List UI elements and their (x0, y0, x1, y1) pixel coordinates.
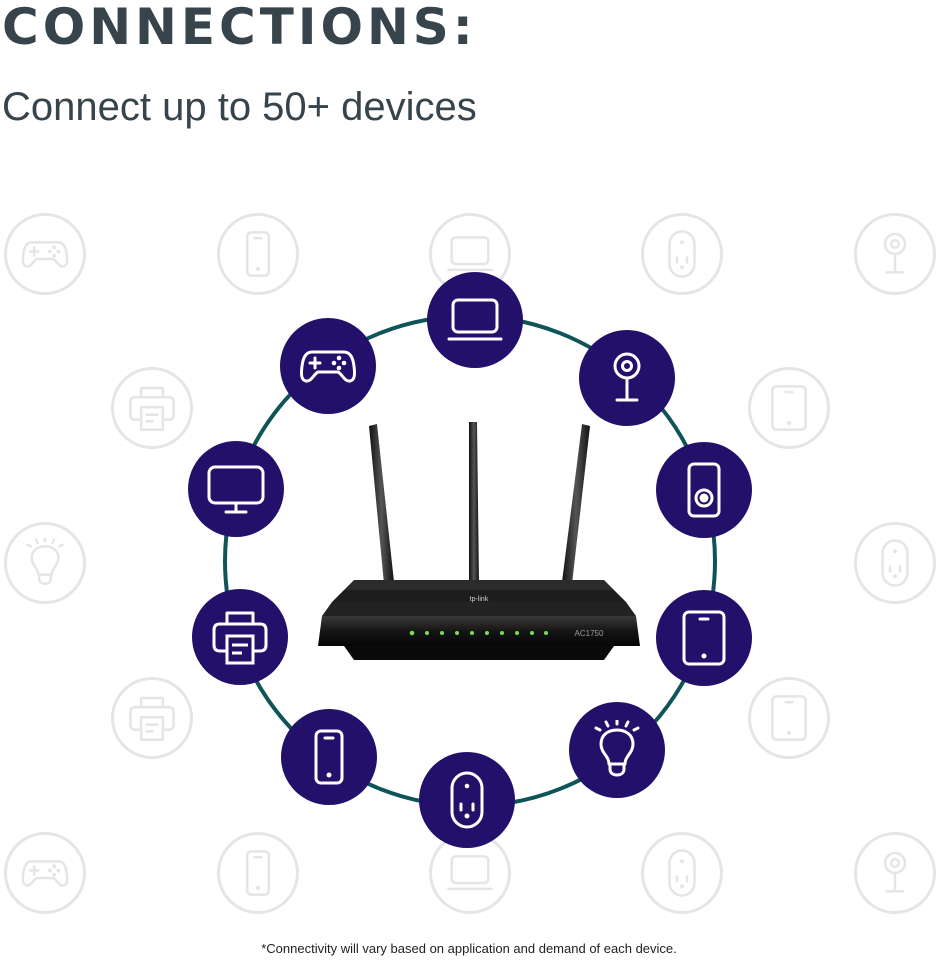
page-subtitle: Connect up to 50+ devices (2, 85, 477, 129)
device-printer-icon (192, 589, 288, 685)
ghost-smartphone-icon (217, 213, 299, 295)
device-light-bulb-icon (569, 702, 665, 798)
device-smart-speaker-icon (656, 442, 752, 538)
connectivity-footnote: *Connectivity will vary based on applica… (261, 941, 677, 956)
device-smart-plug-icon (419, 752, 515, 848)
ghost-smart-plug-icon (854, 522, 936, 604)
ghost-printer-icon (111, 677, 193, 759)
ghost-smart-plug-icon (641, 832, 723, 914)
device-tablet-icon (656, 590, 752, 686)
ghost-smart-plug-icon (641, 213, 723, 295)
device-security-camera-icon (579, 330, 675, 426)
ghost-security-camera-icon (854, 213, 936, 295)
ghost-gamepad-icon (4, 832, 86, 914)
device-gamepad-icon (280, 318, 376, 414)
ghost-security-camera-icon (854, 832, 936, 914)
router-image: tp-link AC1750 (318, 422, 640, 660)
ghost-tablet-icon (748, 677, 830, 759)
router-brand-logo: tp-link (470, 596, 489, 603)
ghost-tablet-icon (748, 367, 830, 449)
device-laptop-icon (427, 272, 523, 368)
ghost-printer-icon (111, 367, 193, 449)
ghost-gamepad-icon (4, 213, 86, 295)
device-monitor-icon (188, 441, 284, 537)
page-title: CONNECTIONS: (2, 0, 477, 56)
ghost-smartphone-icon (217, 832, 299, 914)
router-model-badge: AC1750 (575, 629, 604, 638)
ghost-light-bulb-icon (4, 522, 86, 604)
device-smartphone-icon (281, 709, 377, 805)
